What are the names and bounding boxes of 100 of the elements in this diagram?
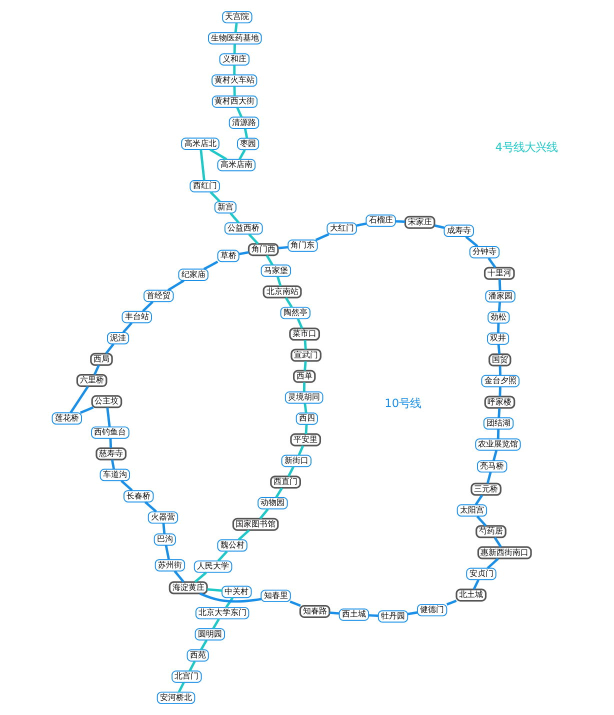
connector <box>488 257 496 268</box>
node-box: 角门西 <box>248 243 279 256</box>
connector <box>144 501 157 512</box>
connector <box>494 536 502 548</box>
node-box: 灵境胡同 <box>284 391 324 404</box>
node-box: 呼家楼 <box>484 396 516 409</box>
node-box: 知春里 <box>260 590 291 602</box>
node-box: 西苑 <box>186 649 209 662</box>
connector <box>497 323 500 333</box>
node-box: 西局 <box>90 352 113 366</box>
node-box: 长春桥 <box>124 490 154 502</box>
connector <box>178 682 185 693</box>
connector <box>304 424 308 434</box>
node-box: 泥洼 <box>107 332 130 344</box>
node-box: 农业展览馆 <box>475 438 521 451</box>
connector <box>498 408 501 418</box>
connector <box>497 344 501 354</box>
connector <box>212 618 220 630</box>
connector <box>210 148 228 160</box>
connector <box>474 494 484 506</box>
connector <box>174 570 185 583</box>
connector <box>122 322 133 334</box>
node-box: 北宫门 <box>172 670 202 683</box>
connector <box>492 450 498 461</box>
node-box: 义和庄 <box>219 53 250 66</box>
node-box: 车道沟 <box>100 468 130 482</box>
node-box: 巴沟 <box>154 533 176 546</box>
connector <box>496 429 500 439</box>
connector <box>248 234 259 245</box>
connector <box>298 445 304 456</box>
connector <box>244 128 248 138</box>
node-box: 大红门 <box>326 222 357 235</box>
connector <box>408 611 418 616</box>
node-box: 太阳宫 <box>456 504 488 517</box>
node-box: 人民大学 <box>194 560 232 573</box>
node-box: 陶然亭 <box>280 306 310 320</box>
connector <box>396 220 406 223</box>
connector <box>110 459 116 470</box>
connector <box>164 545 170 560</box>
node-box: 西单 <box>292 370 316 383</box>
connector <box>278 246 288 250</box>
connector <box>446 600 457 606</box>
node-box: 西钓鱼台 <box>91 426 130 439</box>
connector <box>290 600 301 607</box>
connector <box>234 22 238 33</box>
node-box: 国贸 <box>488 353 512 366</box>
node-box: 国家图书馆 <box>232 518 279 531</box>
connector <box>498 386 502 396</box>
node-box: 公主坟 <box>91 395 122 408</box>
connector <box>233 86 236 96</box>
node-box: 天宫院 <box>222 10 252 24</box>
node-box: 新宫 <box>214 201 236 214</box>
connector <box>142 300 154 312</box>
node-box: 十里河 <box>484 266 515 280</box>
connector <box>233 65 236 75</box>
node-box: 黄村火车站 <box>212 74 258 87</box>
node-box: 知春路 <box>299 604 330 618</box>
connector <box>106 407 111 428</box>
node-box: 草桥 <box>217 250 240 262</box>
connector <box>194 572 207 583</box>
connector <box>210 191 221 202</box>
connector <box>217 550 228 562</box>
connector <box>120 480 133 492</box>
node-box: 魏公村 <box>217 539 248 552</box>
connector <box>276 276 282 286</box>
connector <box>70 386 89 414</box>
node-box: 芍药居 <box>476 525 506 538</box>
connector <box>304 361 307 371</box>
node-box: 圆明园 <box>194 628 226 640</box>
node-box: 六里桥 <box>76 374 108 387</box>
connector <box>275 487 283 498</box>
connector <box>80 406 94 414</box>
node-box: 公益西桥 <box>224 222 263 235</box>
connector <box>498 279 502 291</box>
node-box: 成寿寺 <box>444 224 474 238</box>
connector <box>168 280 184 292</box>
connector <box>203 260 218 270</box>
node-box: 莲花桥 <box>52 412 82 425</box>
connector <box>109 438 112 448</box>
connector <box>302 382 306 392</box>
node-box: 亮马桥 <box>477 460 508 473</box>
node-box: 黄村西大街 <box>212 95 258 108</box>
connector <box>105 343 114 354</box>
connector <box>259 508 269 520</box>
node-box: 丰台站 <box>122 310 152 324</box>
connector <box>472 579 480 590</box>
connector <box>486 472 492 484</box>
connector <box>498 366 502 376</box>
node-box: 马家堡 <box>260 264 292 277</box>
connector <box>238 251 249 256</box>
connector <box>238 149 246 160</box>
node-box: 石榴庄 <box>366 214 396 227</box>
node-box: 双井 <box>487 332 510 345</box>
node-box: 潘家园 <box>485 290 516 302</box>
node-box: 菜市口 <box>289 328 320 341</box>
connector <box>296 318 304 329</box>
node-box: 北京大学东门 <box>195 606 250 620</box>
connector <box>238 529 250 541</box>
node-box: 北京南站 <box>262 285 302 298</box>
connector <box>199 592 262 603</box>
